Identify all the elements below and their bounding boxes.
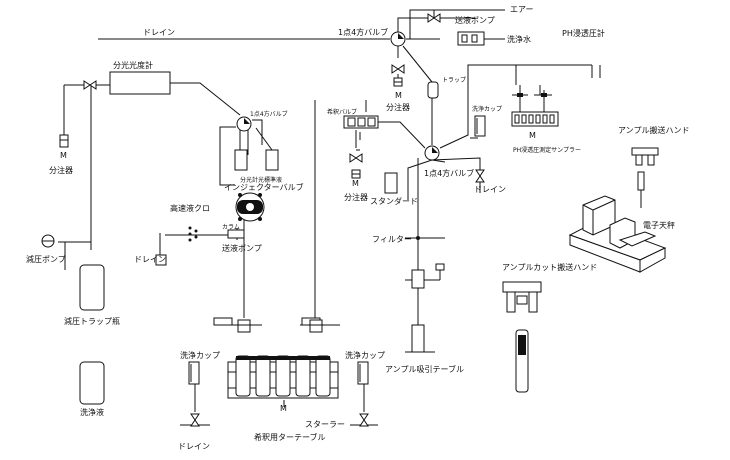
ampoule-cut-hand [502,281,542,393]
label-spectrometer: 分光光度計 [113,60,153,70]
wash-cup-bottom-left [188,361,200,385]
label-m-top: M [395,91,402,100]
label-column: カラム [222,224,240,231]
drain-valve-bottom-left [190,413,200,427]
filter-unit [411,236,445,289]
label-ampoule-hand: アンプル搬送ハンド [618,125,689,135]
label-ph-meter: PH浸透圧計 [562,28,605,38]
needle-valve-top [427,9,441,23]
wash-liquid-bottle [79,361,105,405]
label-drain-top: ドレイン [143,28,175,37]
column [155,229,245,266]
hplc-dots [188,226,198,242]
label-ampoule-cut-hand: アンプルカット搬送ハンド [502,262,597,272]
vacuum-trap-bottle [79,264,105,311]
drain-valve-bottom-right [359,413,369,427]
label-air: エアー [510,5,534,14]
label-dispenser-top: 分注器 [386,102,410,112]
pump-top [457,31,485,46]
vacuum-pump [41,234,55,248]
standard-bottles [234,149,279,171]
label-vacuum-trap: 減圧トラップ瓶 [64,316,120,326]
label-standard: スタンダード [370,196,418,206]
label-drain-mid: ドレイン [134,255,166,264]
ph-sampler [511,90,559,127]
drain-valve-right [475,169,485,183]
label-dispenser-left: 分注器 [49,165,73,175]
label-drain-bottom: ドレイン [178,442,210,451]
label-wash-cup-br: 洗浄カップ [345,350,385,360]
label-ampoule-table: アンプル吸引テーブル [385,364,464,374]
label-pump-mid: 送液ポンプ [222,243,262,253]
dilution-valve [343,115,379,129]
dilution-turntable [227,355,339,399]
trap-vessel [427,81,439,99]
ampoule-suction-table [411,324,425,353]
four-way-valve-top [390,31,406,47]
label-valve-mid: 1点4方バルブ [250,110,288,118]
ampoule-transfer-hand [631,147,659,208]
label-m-bottom: M [280,404,287,413]
electronic-balance [568,195,667,273]
spectrophotometer [83,71,171,95]
label-dispenser-mid: 分注器 [344,192,368,202]
label-pump-top: 送液ポンプ [455,15,495,25]
label-stirrer: スターラー [305,420,345,429]
four-way-valve-right [424,145,440,161]
label-spectro-std: 分光計光標準液 [240,176,282,184]
injector-valve [235,192,265,222]
four-way-valve-mid [236,116,252,132]
label-valve-top: 1点4方バルブ [338,27,388,37]
label-m-sampler: M [529,131,536,140]
label-dilution-table: 希釈用ターテーブル [254,432,326,442]
label-dilution-valve: 希釈バルブ [327,108,357,116]
label-hplc: 高速液クロ [170,203,210,213]
label-m-mid: M [352,179,359,188]
injection-head-left [213,317,262,333]
dispenser-left [59,134,69,148]
label-filter: フィルター [372,235,412,244]
labels: エアー 送液ポンプ 洗浄水 PH浸透圧計 ドレイン 1点4方バルブ 分光光度計 … [26,5,689,451]
label-m-left: M [60,151,67,160]
label-wash-cup-right: 洗浄カップ [472,105,502,113]
wash-cup-bottom-right [357,361,369,385]
label-vacuum-pump: 減圧ポンプ [26,254,66,264]
label-wash-cup-bl: 洗浄カップ [180,350,220,360]
injection-head-right [300,317,340,333]
label-wash-water: 洗浄水 [507,34,531,44]
label-injector-valve: インジェクターバルブ [224,182,304,192]
label-balance: 電子天秤 [643,220,675,230]
wash-cup-right [474,115,486,137]
label-valve-right: 1点4方バルブ [424,168,474,178]
label-drain-right: ドレイン [474,185,506,194]
dispenser-top [391,64,405,87]
needle-valve-mid [349,153,363,179]
label-trap: トラップ [442,77,466,84]
standard-vessel [384,172,398,194]
label-wash-liquid: 洗浄液 [80,407,104,417]
label-ph-sampler: PH浸透圧測定サンプラー [513,146,581,154]
